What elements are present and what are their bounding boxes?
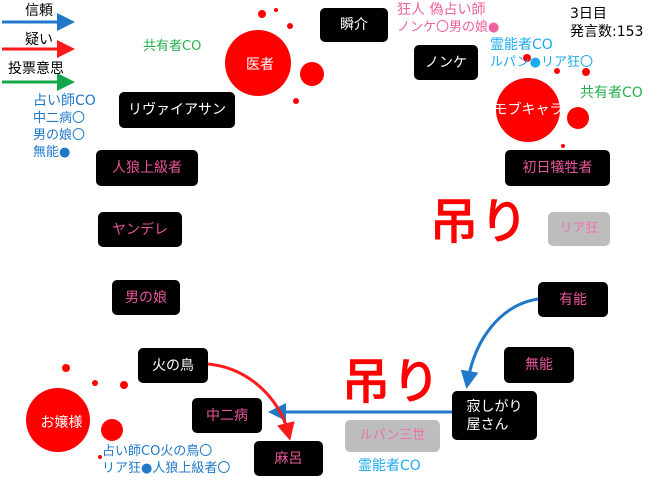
doubt-arrow-hinotori-to-maro	[207, 362, 295, 441]
node-yuno[interactable]: 有能	[538, 282, 608, 317]
post-count: 発言数:153	[570, 24, 644, 40]
day-counter: 3日目 発言数:153	[570, 5, 643, 41]
node-chuni[interactable]: 中二病	[192, 398, 262, 433]
note-isha-co: 共有者CO	[143, 39, 202, 54]
blood-splatter-ojou	[26, 364, 128, 459]
hanged-mark-riakyo: 吊り	[430, 194, 531, 250]
blood-splatter-mob	[496, 54, 590, 148]
node-shunsuke[interactable]: 瞬介	[320, 8, 388, 42]
node-maro[interactable]: 麻呂	[254, 441, 323, 476]
node-ojou-dead[interactable]: お嬢様	[40, 414, 83, 431]
note-lupin-co: 霊能者CO	[358, 458, 421, 474]
note-line: 霊能者CO	[490, 37, 553, 53]
node-yandere[interactable]: ヤンデレ	[98, 212, 182, 247]
hanged-mark-lupin: 吊り	[342, 354, 443, 410]
note-ojou: 占い師CO火の鳥〇 リア狂●人狼上級者〇	[102, 443, 230, 477]
note-line: 占い師CO	[33, 93, 96, 109]
legend-trust-label: 信頼	[25, 3, 53, 19]
trust-arrow-yuno-to-sabishigari	[460, 297, 539, 389]
legend-vote-label: 投票意思	[8, 61, 64, 77]
node-nonke[interactable]: ノンケ	[414, 45, 478, 80]
node-otokonoko[interactable]: 男の娘	[112, 280, 180, 315]
note-leviathan: 占い師CO 中二病〇 男の娘〇 無能●	[33, 93, 96, 161]
day-label: 3日目	[570, 6, 607, 22]
node-muno[interactable]: 無能	[504, 347, 574, 383]
note-line: 男の娘〇	[33, 128, 86, 143]
note-line: リア狂●人狼上級者〇	[102, 461, 231, 476]
node-hinotori[interactable]: 火の鳥	[138, 348, 208, 383]
note-line: 無能●	[33, 145, 71, 160]
node-shonichi[interactable]: 初日犠牲者	[505, 150, 610, 186]
node-sabishigari[interactable]: 寂しがり 屋さん	[452, 391, 537, 440]
note-line: 占い師CO火の鳥〇	[102, 444, 213, 459]
note-shunsuke: 狂人 偽占い師 ノンケ〇男の娘●	[397, 2, 499, 36]
note-nonke: 霊能者CO ルパン●リア狂〇	[490, 37, 593, 71]
note-line: 狂人 偽占い師	[397, 2, 486, 18]
note-line: ノンケ〇男の娘●	[397, 20, 500, 35]
node-jinro[interactable]: 人狼上級者	[96, 150, 198, 186]
blood-splatter-isha	[225, 8, 324, 104]
legend-doubt-label: 疑い	[25, 32, 53, 48]
node-leviathan[interactable]: リヴァイアサン	[119, 92, 235, 128]
note-line: 中二病〇	[33, 111, 86, 126]
node-lupin-hanged[interactable]: ルパン三世	[345, 420, 440, 452]
node-isha-dead[interactable]: 医者	[246, 57, 274, 73]
node-riakyo-hanged[interactable]: リア狂	[548, 212, 610, 246]
note-mob-co: 共有者CO	[580, 85, 643, 101]
node-mob-dead[interactable]: モブキャラ	[493, 101, 564, 118]
note-line: ルパン●リア狂〇	[490, 55, 593, 70]
